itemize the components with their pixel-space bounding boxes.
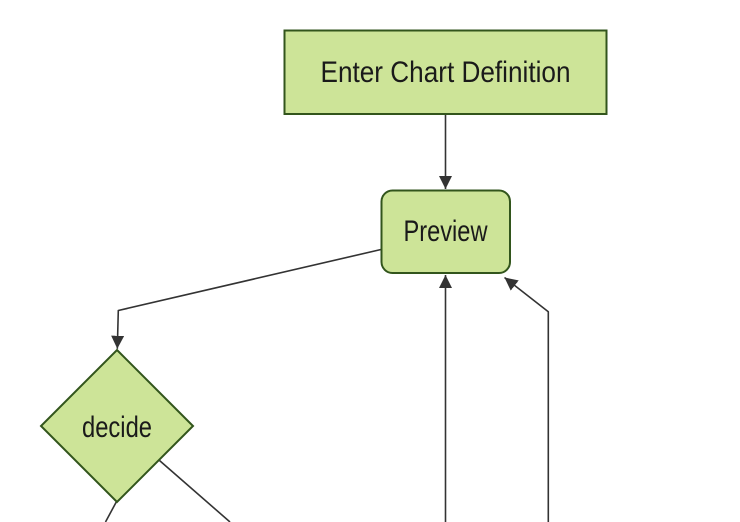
edge-layer bbox=[104, 114, 550, 522]
node-preview: Preview bbox=[380, 189, 511, 274]
node-decide-label: decide bbox=[82, 411, 152, 444]
edge-preview-to-decide bbox=[111, 248, 382, 349]
node-decide-shape bbox=[39, 348, 195, 504]
edge-decide-to-offscreen-right bbox=[158, 459, 231, 522]
edge-offscreen-right-to-preview bbox=[504, 276, 550, 522]
node-decide: decide bbox=[39, 348, 195, 504]
node-enter-chart-definition-shape bbox=[283, 29, 608, 115]
edge-decide-to-offscreen-left bbox=[104, 500, 118, 522]
node-enter-chart-definition-label: Enter Chart Definition bbox=[321, 56, 571, 89]
node-preview-label: Preview bbox=[404, 215, 488, 248]
node-enter-chart-definition: Enter Chart Definition bbox=[283, 29, 608, 115]
node-preview-shape bbox=[380, 189, 511, 274]
